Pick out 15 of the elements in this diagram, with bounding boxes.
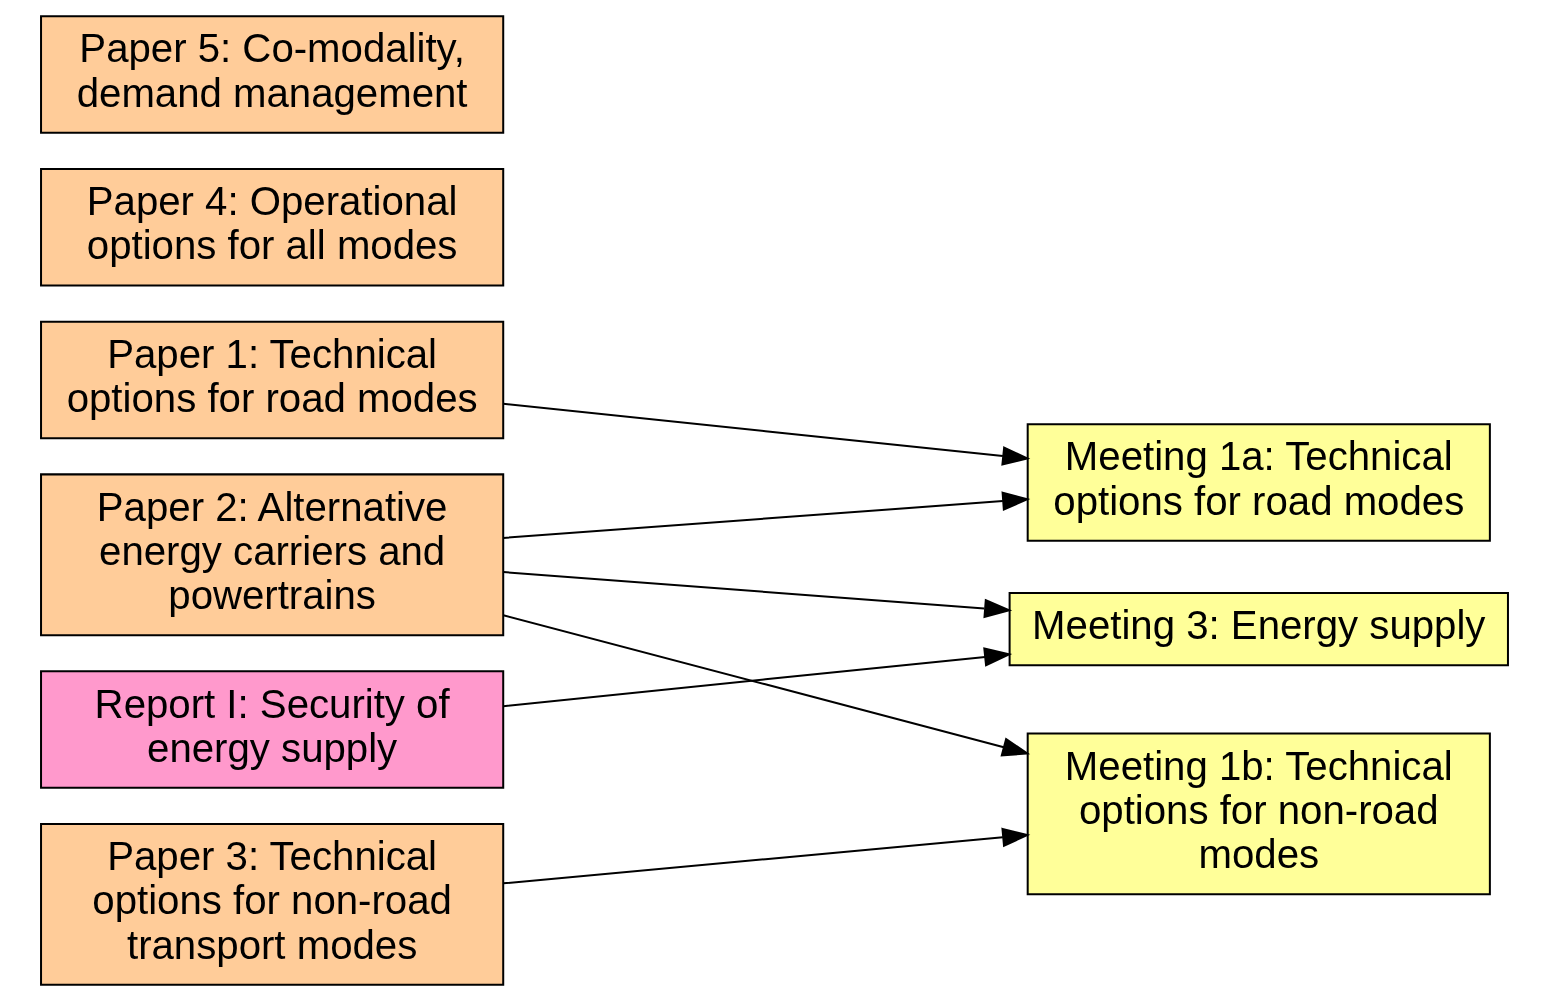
arrow xyxy=(503,647,1013,708)
arrow xyxy=(503,827,1031,885)
node-box: Paper 2: Alternative energy carriers and powertrains xyxy=(40,473,505,637)
node-box: Report I: Security of energy supply xyxy=(40,670,505,789)
node-box: Paper 5: Co-modality, demand management xyxy=(40,15,505,134)
node-box: Meeting 1b: Technical options for non-road modes xyxy=(1026,732,1491,896)
arrow xyxy=(503,571,1013,619)
node-box: Meeting 3: Energy supply xyxy=(1008,591,1509,667)
arrow xyxy=(503,402,1031,466)
node-box: Paper 3: Technical options for non-road transport modes xyxy=(40,823,505,986)
node-box: Paper 4: Operational options for all modes xyxy=(40,167,505,287)
arrow xyxy=(503,491,1031,539)
node-box: Paper 1: Technical options for road modes xyxy=(40,320,505,440)
arrow xyxy=(503,614,1031,757)
node-box: Meeting 1a: Technical options for road modes xyxy=(1026,423,1491,542)
